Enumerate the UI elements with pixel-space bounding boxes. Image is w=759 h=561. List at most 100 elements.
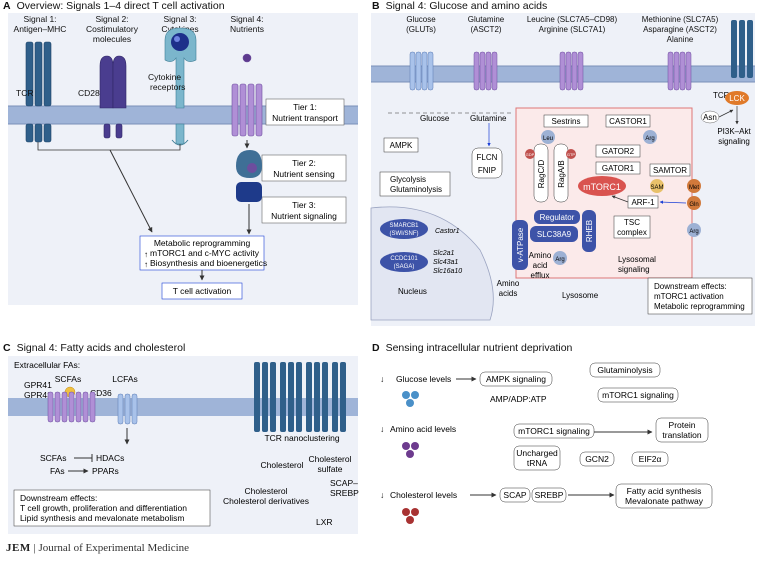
cd28-label: CD28 bbox=[78, 88, 100, 98]
lysosome-label: Lysosome bbox=[562, 291, 599, 300]
arg-badge-2 bbox=[687, 223, 701, 237]
arf1-label: ARF-1 bbox=[631, 198, 655, 207]
journal-footer: JEM | Journal of Experimental Medicine bbox=[6, 542, 190, 554]
gcn2-label: GCN2 bbox=[585, 454, 609, 464]
gator1-box bbox=[595, 161, 641, 175]
pi3k-sub: signaling bbox=[718, 137, 750, 146]
tier-3-box bbox=[261, 196, 347, 224]
glutaminolysis-d-label: Glutaminolysis bbox=[597, 365, 652, 375]
arg-label: Arg bbox=[645, 136, 654, 142]
ragab-pill bbox=[553, 143, 569, 203]
mtorc1-signaling-box-2 bbox=[513, 423, 595, 439]
aa-dot bbox=[402, 442, 410, 450]
aa-efflux-3: efflux bbox=[531, 271, 550, 280]
uncharged-trna-2: tRNA bbox=[527, 458, 548, 468]
arg-badge bbox=[643, 130, 657, 144]
gcn2-box bbox=[579, 451, 615, 467]
scap-label: SCAP bbox=[503, 490, 526, 500]
vatpase-pill bbox=[512, 220, 528, 270]
t-cell-activation-label: T cell activation bbox=[173, 286, 232, 296]
gdp-label: GDP bbox=[526, 152, 535, 157]
glucose-transporter-label: Glucose bbox=[406, 15, 436, 24]
tcr-label-b: TCR bbox=[713, 91, 730, 100]
castor1-label: CASTOR1 bbox=[609, 117, 647, 126]
uncharged-trna-box bbox=[513, 445, 561, 471]
castor1-box bbox=[605, 114, 651, 128]
tier-1-sub: Nutrient transport bbox=[272, 113, 338, 123]
tier-3-label: Tier 3: bbox=[292, 200, 316, 210]
amino-acids-1: Amino bbox=[497, 279, 520, 288]
tier-3-sub: Nutrient signaling bbox=[271, 211, 337, 221]
gln-badge bbox=[687, 196, 701, 210]
ampk-label: AMPK bbox=[390, 141, 413, 150]
aa-dot bbox=[406, 450, 414, 458]
signal-4-label: Signal 4: bbox=[230, 14, 263, 24]
chol-dot bbox=[402, 508, 410, 516]
met-badge bbox=[687, 179, 701, 193]
protein-translation-1: Protein bbox=[669, 420, 696, 430]
gene-slc2a1: Slc2a1 bbox=[433, 250, 455, 257]
tsc-label: TSC bbox=[624, 218, 640, 227]
tier-1-box bbox=[265, 98, 345, 126]
chol-sulfate-1: Cholesterol bbox=[309, 454, 352, 464]
aa-efflux-1: Amino bbox=[529, 251, 552, 260]
ragab-label: RagA/B bbox=[557, 160, 566, 188]
nutrient-sensor-icon bbox=[236, 150, 262, 202]
scfas-hdacs-2: HDACs bbox=[96, 453, 124, 463]
fa-synthesis-1: Fatty acid synthesis bbox=[627, 486, 702, 496]
signal-2-sub: Costimulatory bbox=[86, 24, 139, 34]
lcfas-label: LCFAs bbox=[112, 374, 138, 384]
cytokine-receptor-icon bbox=[164, 27, 197, 146]
slc7a5-transporter-icon bbox=[559, 51, 584, 91]
mtorc1-badge bbox=[578, 176, 626, 196]
mtorc1-signaling-2-label: mTORC1 signaling bbox=[518, 426, 590, 436]
up-arrow-icon-2: ↑ bbox=[144, 260, 148, 269]
slc38a9-label: SLC38A9 bbox=[537, 230, 572, 239]
lysosomal-signaling-1: Lysosomal bbox=[618, 255, 656, 264]
chol-deriv-2: Cholesterol derivatives bbox=[223, 496, 309, 506]
slc38a9-box bbox=[530, 226, 578, 242]
amino-acids-2: acids bbox=[499, 289, 518, 298]
metabolic-box bbox=[139, 235, 265, 271]
smarcb1-sub: (SWI/SNF) bbox=[390, 231, 419, 237]
downstream-c-line1: T cell growth, proliferation and differe… bbox=[20, 503, 187, 513]
tcr-cluster-icon bbox=[254, 362, 346, 432]
glutamine-transporter-sub: (ASCT2) bbox=[470, 25, 501, 34]
chol-levels-label: Cholesterol levels bbox=[390, 490, 457, 500]
cd36-receptor-icon bbox=[117, 393, 138, 425]
arg-label-3: Arg bbox=[555, 257, 564, 263]
gpr43-label: GPR43 bbox=[24, 390, 52, 400]
mtorc1-signaling-box bbox=[597, 387, 679, 403]
gdp-badge bbox=[525, 149, 535, 159]
gpr-receptor-icon bbox=[47, 386, 96, 423]
asct2-transporter-icon bbox=[473, 51, 498, 91]
cholesterol-label: Cholesterol bbox=[261, 460, 304, 470]
signal-4-sub: Nutrients bbox=[230, 24, 264, 34]
glucose-transporter-sub: (GLUTs) bbox=[406, 25, 436, 34]
scfas-hdacs-1: SCFAs bbox=[40, 453, 66, 463]
glucose-label: Glucose bbox=[420, 114, 450, 123]
sestrins-label: Sestrins bbox=[552, 117, 581, 126]
tcr-nanoclustering-label: TCR nanoclustering bbox=[264, 433, 339, 443]
mtorc1-signaling-label: mTORC1 signaling bbox=[602, 390, 674, 400]
lysosomal-signaling-2: signaling bbox=[618, 265, 650, 274]
chol-deriv-1: Cholesterol bbox=[245, 486, 288, 496]
up-arrow-icon: ↑ bbox=[144, 250, 148, 259]
ampk-signaling-box bbox=[479, 371, 553, 387]
glucose-dot bbox=[402, 391, 410, 399]
amp-ratio-label: AMP/ADP:ATP bbox=[490, 394, 547, 404]
fa-synthesis-box bbox=[615, 483, 713, 509]
tsc-box bbox=[613, 215, 651, 239]
glycolysis-label: Glycolysis bbox=[390, 175, 426, 184]
flcn-box bbox=[471, 147, 503, 179]
aa-levels-label: Amino acid levels bbox=[390, 424, 456, 434]
ccdc101-badge bbox=[380, 252, 428, 272]
asparagine-transporter-label: Asparagine (ASCT2) bbox=[643, 25, 717, 34]
asn-label: Asn bbox=[703, 113, 717, 122]
sestrins-box bbox=[543, 114, 589, 128]
